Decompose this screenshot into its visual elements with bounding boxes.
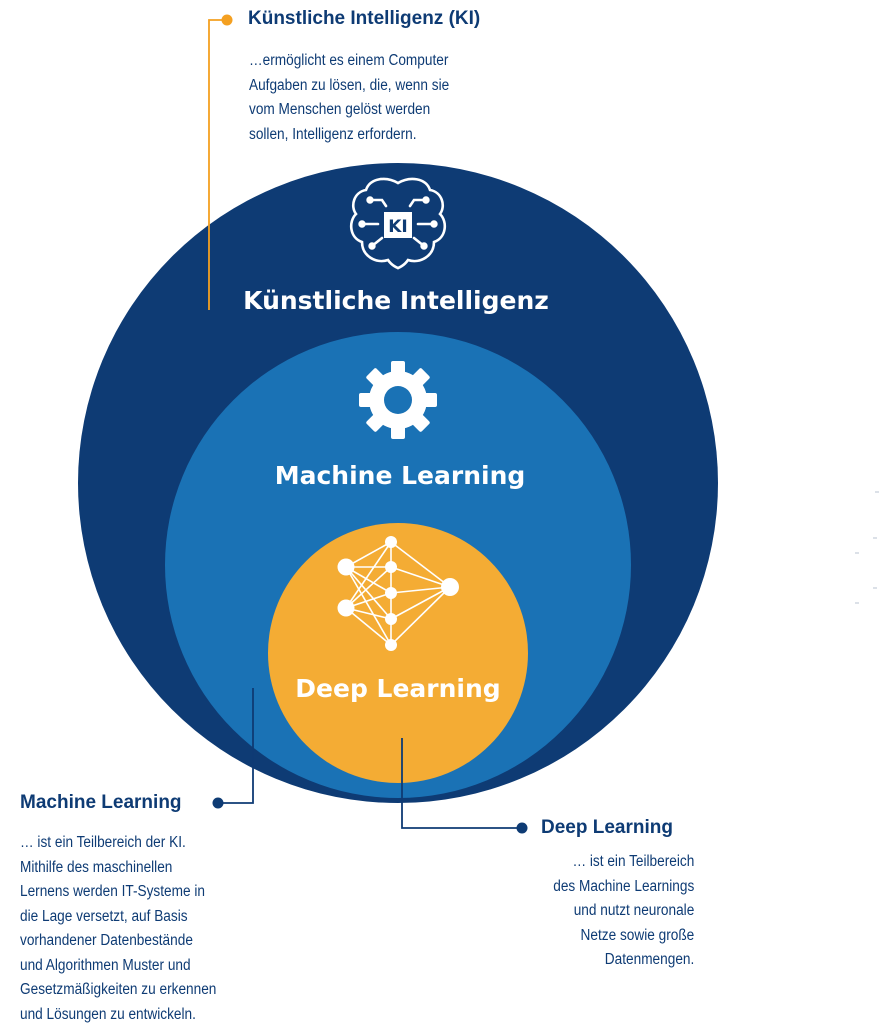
ki-callout-description: …ermöglicht es einem Computer Aufgaben z… <box>249 49 449 147</box>
ml-callout-title: Machine Learning <box>20 792 182 814</box>
ml-desc-line: Gesetzmäßigkeiten zu erkennen <box>20 978 216 1003</box>
ml-connector-dot <box>213 798 224 809</box>
ml-desc-line: und Algorithmen Muster und <box>20 954 216 979</box>
dl-circle <box>268 523 528 783</box>
dl-connector-dot <box>517 823 528 834</box>
dl-desc-line: Netze sowie große <box>553 924 694 949</box>
dl-desc-line: Datenmengen. <box>553 948 694 973</box>
brain-icon-label: KI <box>388 217 408 237</box>
ml-desc-line: und Lösungen zu entwickeln. <box>20 1003 216 1027</box>
ml-desc-line: Lernens werden IT-Systeme in <box>20 880 216 905</box>
ml-callout-description: … ist ein Teilbereich der KI. Mithilfe d… <box>20 831 216 1027</box>
ml-desc-line: … ist ein Teilbereich der KI. <box>20 831 216 856</box>
dl-callout-description: … ist ein Teilbereich des Machine Learni… <box>553 850 694 973</box>
ki-connector-dot <box>222 15 233 26</box>
ki-circle-label: Künstliche Intelligenz <box>243 286 549 315</box>
ki-desc-line: Aufgaben zu lösen, die, wenn sie <box>249 74 449 99</box>
decorative-dashes <box>855 492 879 603</box>
dl-desc-line: des Machine Learnings <box>553 875 694 900</box>
dl-callout-title: Deep Learning <box>541 817 673 839</box>
ml-circle-label: Machine Learning <box>275 461 526 490</box>
gear-icon <box>359 361 437 439</box>
dl-circle-label: Deep Learning <box>295 674 500 703</box>
ml-desc-line: die Lage versetzt, auf Basis <box>20 905 216 930</box>
ki-callout-title: Künstliche Intelligenz (KI) <box>248 8 480 30</box>
ki-desc-line: …ermöglicht es einem Computer <box>249 49 449 74</box>
ml-desc-line: vorhandener Datenbestände <box>20 929 216 954</box>
dl-desc-line: … ist ein Teilbereich <box>553 850 694 875</box>
dl-desc-line: und nutzt neuronale <box>553 899 694 924</box>
ml-desc-line: Mithilfe des maschinellen <box>20 856 216 881</box>
ki-desc-line: sollen, Intelligenz erfordern. <box>249 123 449 148</box>
ki-desc-line: vom Menschen gelöst werden <box>249 98 449 123</box>
